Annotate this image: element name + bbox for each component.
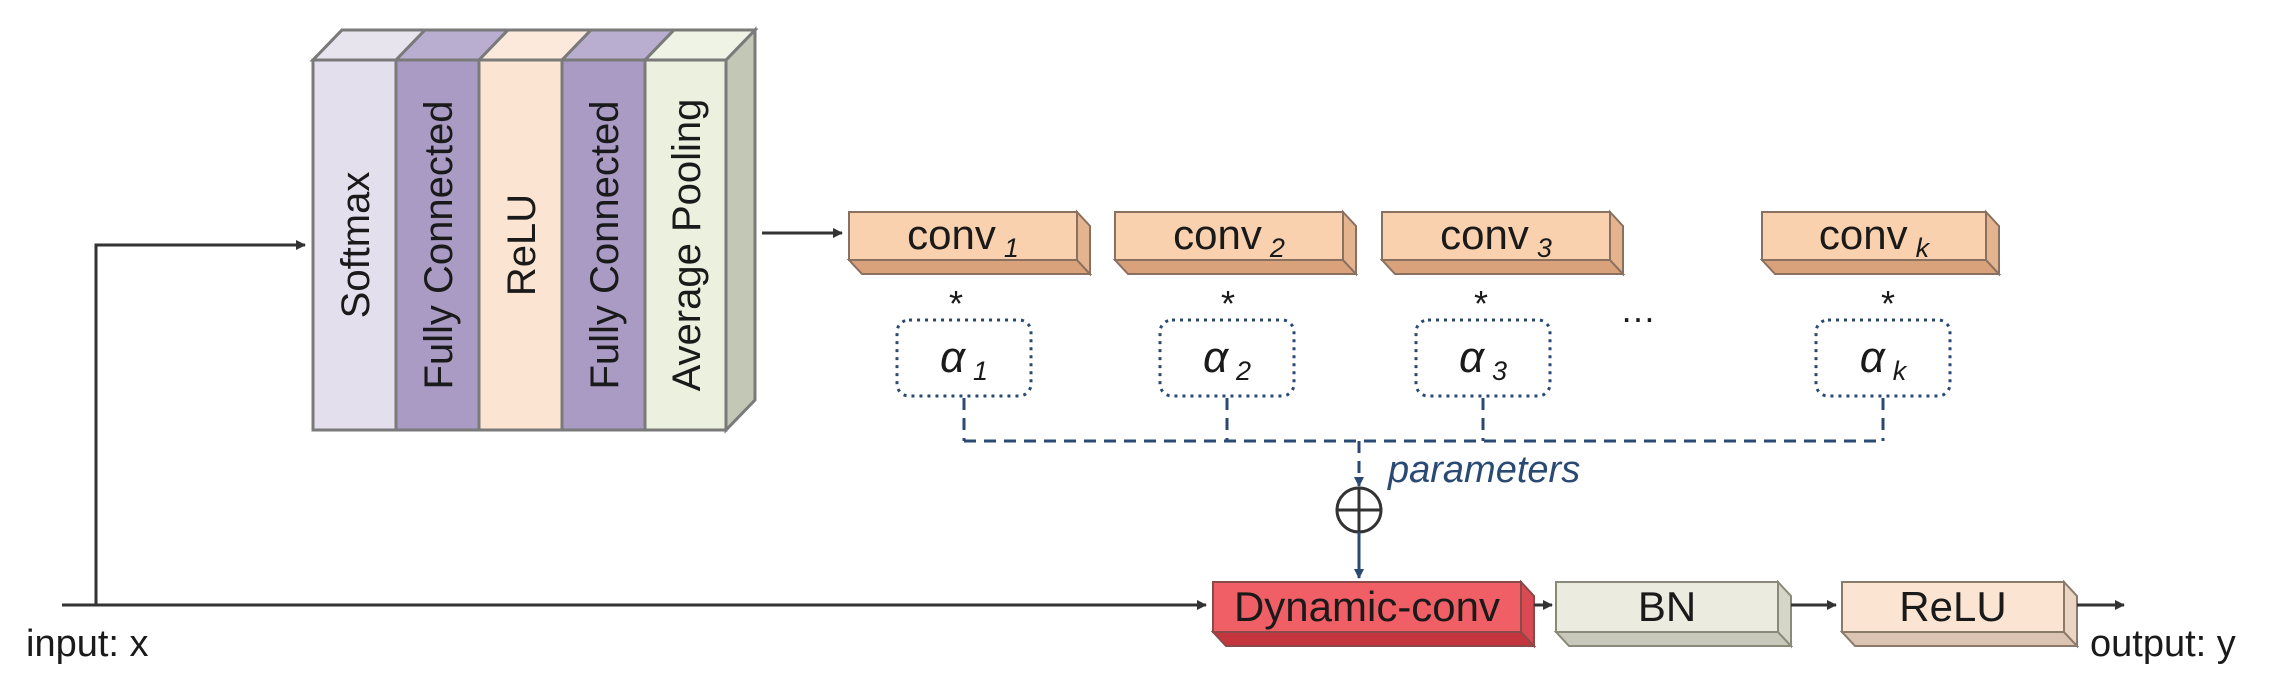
kernel-conv-2-base: conv [1173,211,1262,258]
layer-average-pooling-label: Average Pooling [665,99,709,392]
input-branch-line [94,240,306,605]
layer-average-pooling [643,58,728,432]
dynamic-conv-label: Dynamic-conv [1234,583,1500,630]
svg-text:α2: α2 [1203,333,1251,386]
layer-average-pooling-top [641,28,759,62]
bn-label: BN [1638,583,1696,630]
svg-text:α1: α1 [940,333,988,386]
parameters-label: parameters [1387,449,1580,491]
multiply-symbol-2: * [1221,283,1235,324]
dynamic-conv-block: Dynamic-conv [1210,579,1537,649]
kernel-conv-3: conv 3 [1379,209,1626,277]
kernel-conv-1-base: conv [907,211,996,258]
kernel-conv-k-base: conv [1819,211,1908,258]
alpha-k-base: α [1860,333,1887,382]
sum-icon [1335,486,1383,534]
multiply-symbol-3: * [1474,283,1488,324]
multiply-symbol-1: * [949,283,963,324]
kernel-conv-3-sub: 3 [1537,233,1552,263]
layer-softmax-label: Softmax [334,172,378,319]
alpha-3-base: α [1459,333,1486,382]
alpha-2-sub: 2 [1235,356,1251,386]
svg-text:αk: αk [1860,333,1908,386]
alpha-k-sub: k [1893,356,1908,386]
layer-fully-connected-1-label: Fully Connected [417,100,461,389]
input-label: input: x [26,623,149,665]
layer-fully-connected-2 [560,58,647,432]
alpha-2-base: α [1203,333,1230,382]
output-label: output: y [2090,623,2236,665]
kernel-conv-1-sub: 1 [1004,233,1019,263]
ellipsis: … [1620,289,1656,330]
alpha-1-sub: 1 [973,356,988,386]
relu-label: ReLU [1899,583,2006,630]
multiply-symbol-k: * [1881,283,1895,324]
alpha-1-base: α [940,333,967,382]
stack-side-face [724,26,757,434]
bn-block: BN [1553,579,1794,649]
kernel-conv-2-sub: 2 [1269,233,1285,263]
relu-block: ReLU [1839,579,2080,649]
layer-fully-connected-2-label: Fully Connected [583,100,627,389]
kernel-conv-1: conv 1 [846,209,1093,277]
svg-text:α3: α3 [1459,333,1507,386]
layer-relu-label: ReLU [500,194,544,296]
attention-stack: Softmax Fully Connected ReLU Fully Conne… [309,26,759,434]
kernel-conv-k-sub: k [1916,233,1931,263]
kernel-conv-3-base: conv [1440,211,1529,258]
aggregation-lines [962,398,1885,443]
alpha-3-sub: 3 [1492,356,1507,386]
